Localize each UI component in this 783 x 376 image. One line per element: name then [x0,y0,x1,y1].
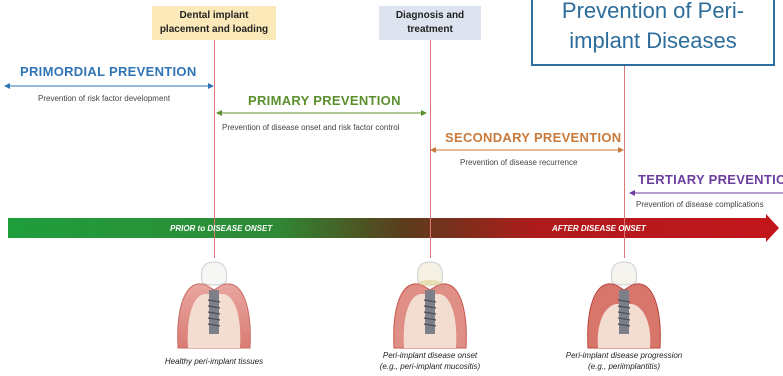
diagram-title: Prevention of Peri-implant Diseases [531,0,775,66]
event-implant-placement: Dental implant placement and loading [152,6,276,40]
tertiary-arrow [629,190,783,196]
primordial-arrow [4,83,214,89]
after-onset-label: AFTER DISEASE ONSET [552,224,646,233]
mucositis-implant-illustration [393,261,467,349]
prior-onset-label: PRIOR to DISEASE ONSET [170,224,273,233]
tertiary-description: Prevention of disease complications [636,200,764,209]
primary-arrow [216,110,427,116]
tertiary-heading: TERTIARY PREVENTION [638,172,783,187]
event-diagnosis: Diagnosis and treatment [379,6,481,40]
periimplantitis-implant-illustration [587,261,661,349]
primary-heading: PRIMARY PREVENTION [248,93,401,108]
healthy-implant-illustration [177,261,251,349]
primordial-heading: PRIMORDIAL PREVENTION [20,64,197,79]
primordial-description: Prevention of risk factor development [38,94,171,103]
healthy-caption: Healthy peri-implant tissues [150,356,278,367]
periimplantitis-caption: Peri-implant disease progression (e.g., … [552,350,696,372]
mucositis-caption-line1: Peri-implant disease onset [382,351,478,360]
diagnosis-line [430,40,431,258]
secondary-arrow [430,147,624,153]
periimplantitis-caption-line1: Peri-implant disease progression [565,351,683,360]
secondary-heading: SECONDARY PREVENTION [445,130,622,145]
implant-placement-line [214,40,215,258]
disease-onset-line [624,66,625,258]
mucositis-caption-line2: (e.g., peri-implant mucositis) [379,362,481,371]
periimplantitis-caption-line2: (e.g., periimplantitis) [587,362,661,371]
timeline-arrow [8,214,779,242]
healthy-caption-line1: Healthy peri-implant tissues [164,357,264,366]
mucositis-caption: Peri-implant disease onset (e.g., peri-i… [366,350,494,372]
primary-description: Prevention of disease onset and risk fac… [222,123,400,132]
secondary-description: Prevention of disease recurrence [460,158,578,167]
